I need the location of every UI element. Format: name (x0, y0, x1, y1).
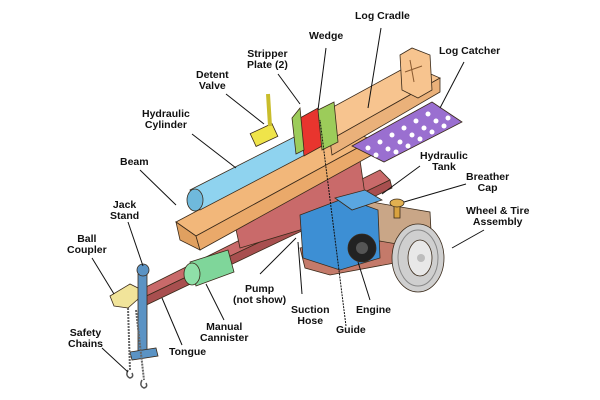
label-suction-hose: Suction Hose (291, 304, 330, 327)
leader-stripper-plate (277, 73, 301, 105)
label-wedge: Wedge (309, 30, 344, 42)
leader-breather-cap (403, 183, 467, 203)
cannister-end (183, 262, 201, 286)
leader-suction-hose (297, 241, 303, 295)
leader-hydraulic-tank (381, 165, 421, 195)
log-cradle-front (329, 77, 441, 156)
leader-lines (91, 27, 485, 373)
leader-ball-coupler (91, 257, 115, 295)
engine-recoil-center (356, 242, 368, 254)
chain-hook-2 (140, 379, 148, 389)
chain-hook-1 (126, 369, 134, 379)
label-guide: Guide (336, 324, 366, 336)
leader-wedge (317, 47, 327, 111)
leader-log-catcher (439, 61, 465, 109)
leader-manual-cannister (205, 283, 225, 321)
wheel-part (391, 223, 445, 293)
chain-2 (135, 309, 145, 381)
label-tongue: Tongue (169, 346, 207, 358)
log-cradle-end-plate (399, 47, 433, 99)
leader-safety-chains (101, 347, 129, 373)
label-log-cradle: Log Cradle (355, 10, 410, 22)
breather-cap-part (389, 198, 405, 219)
leader-pump (259, 237, 297, 275)
engine-tank (334, 189, 383, 211)
leader-engine (357, 261, 371, 301)
label-pump: Pump (not show) (233, 283, 287, 306)
label-detent-valve: Detent Valve (196, 69, 229, 92)
leader-guide (319, 119, 347, 327)
label-wheel-tire: Wheel & Tire Assembly (466, 205, 530, 228)
label-log-catcher: Log Catcher (439, 45, 501, 57)
leader-beam (139, 169, 177, 206)
log-catcher-holes (365, 111, 451, 158)
safety-chains-part (126, 307, 148, 389)
log-catcher-tray (351, 101, 463, 163)
label-ball-coupler: Ball Coupler (67, 233, 107, 256)
jack-stand-part (129, 263, 159, 361)
valve-handle (266, 93, 272, 127)
log-catcher-part (351, 101, 463, 163)
cylinder-end-cap (186, 188, 204, 212)
detent-valve-part (249, 93, 279, 147)
jack-top (136, 263, 150, 277)
leader-jack-stand (127, 221, 144, 267)
leader-hydraulic-cylinder (191, 133, 237, 169)
stripper-plate-left (291, 106, 305, 155)
manual-cannister-part (183, 249, 235, 287)
stripper-plate-right (317, 101, 339, 151)
wedge-part (291, 101, 339, 157)
label-safety-chains: Safety Chains (68, 327, 104, 350)
label-engine: Engine (356, 304, 392, 316)
label-stripper-plate: Stripper Plate (2) (247, 48, 288, 71)
label-breather-cap: Breather Cap (466, 171, 510, 194)
tire-tread (397, 229, 439, 287)
leader-tongue (161, 297, 183, 346)
label-manual-cannister: Manual Cannister (200, 321, 249, 344)
jack-foot (129, 347, 159, 361)
leader-detent-valve (225, 93, 265, 125)
label-jack-stand: Jack Stand (110, 199, 140, 222)
chain-1 (127, 307, 131, 371)
label-hydraulic-cylinder: Hydraulic Cylinder (142, 108, 190, 131)
label-beam: Beam (120, 156, 149, 168)
engine-part (299, 189, 383, 271)
ball-coupler-part (109, 283, 147, 309)
label-hydraulic-tank: Hydraulic Tank (420, 150, 468, 173)
valve-body (249, 123, 279, 147)
breather-top (389, 198, 405, 208)
leader-wheel-tire (451, 229, 485, 249)
hub (417, 254, 425, 262)
coupler-body (109, 283, 147, 309)
leader-log-cradle (367, 27, 382, 109)
